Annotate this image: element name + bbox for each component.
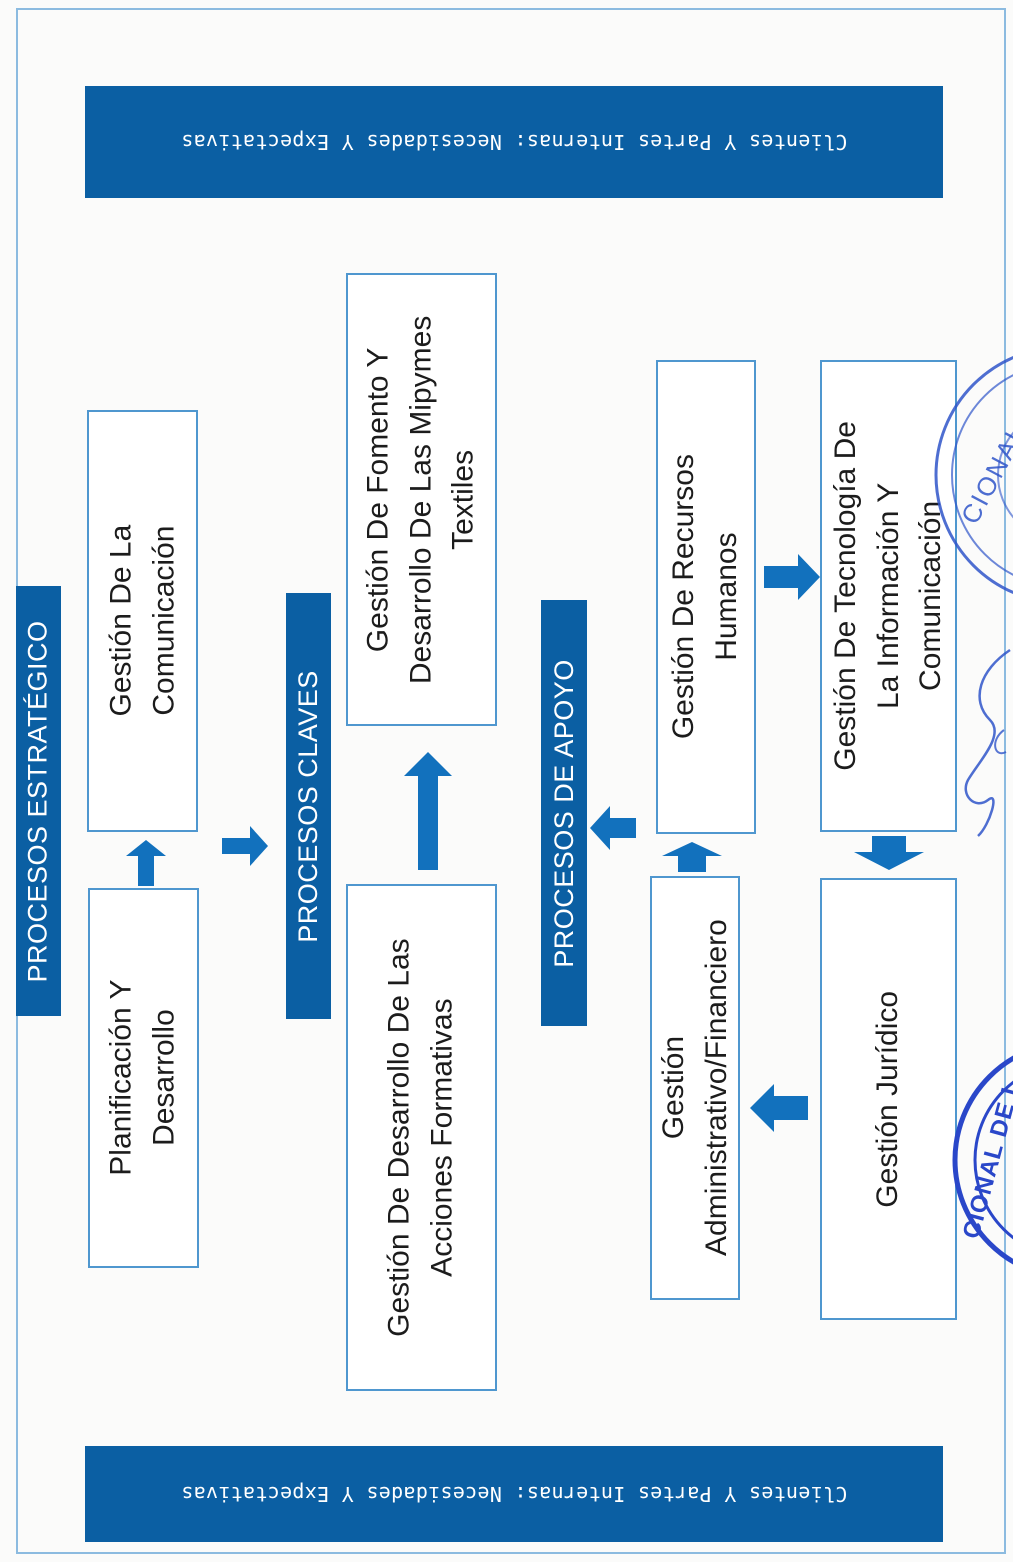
arrow-left-small-icon <box>750 1084 808 1132</box>
box-acciones-formativas: Gestión De Desarrollo De Las Acciones Fo… <box>346 884 497 1391</box>
arrow-up-icon <box>126 840 166 886</box>
arrow-down-icon <box>854 836 924 870</box>
box-administrativo-financiero: Gestión Administrativo/Financiero <box>650 876 740 1300</box>
arrow-right-icon <box>222 826 268 866</box>
label-procesos-estrategico: PROCESOS ESTRATÉGICO <box>16 586 61 1016</box>
box-recursos-humanos: Gestión De Recursos Humanos <box>656 360 756 834</box>
label-procesos-apoyo: PROCESOS DE APOYO <box>541 600 587 1026</box>
arrow-up-small-icon <box>662 842 722 872</box>
top-band-text: Clientes Y Partes Internas: Necesidades … <box>180 130 848 154</box>
bottom-band-text: Clientes Y Partes Internas: Necesidades … <box>180 1482 848 1506</box>
arrow-up-long-icon <box>404 752 452 870</box>
box-gestion-comunicacion: Gestión De La Comunicación <box>87 410 198 832</box>
top-band: Clientes Y Partes Internas: Necesidades … <box>85 86 943 198</box>
arrow-right-small-icon <box>764 554 820 600</box>
box-tecnologia-informacion: Gestión De Tecnología De La Información … <box>820 360 957 832</box>
institution-seal-upper: CIONAL DE L <box>934 353 1013 595</box>
label-procesos-claves: PROCESOS CLAVES <box>286 593 331 1019</box>
box-planificacion-desarrollo: Planificación Y Desarrollo <box>88 888 199 1268</box>
institution-seal-lower: CIONAL DE L <box>952 1055 1013 1265</box>
bottom-band: Clientes Y Partes Internas: Necesidades … <box>85 1446 943 1542</box>
svg-text:CIONAL DE L: CIONAL DE L <box>958 1076 1013 1241</box>
signature-mark <box>964 648 1011 837</box>
box-gestion-juridico: Gestión Jurídico <box>820 878 957 1320</box>
box-fomento-mipymes: Gestión De Fomento Y Desarrollo De Las M… <box>346 273 497 726</box>
arrow-left-icon <box>590 806 636 850</box>
